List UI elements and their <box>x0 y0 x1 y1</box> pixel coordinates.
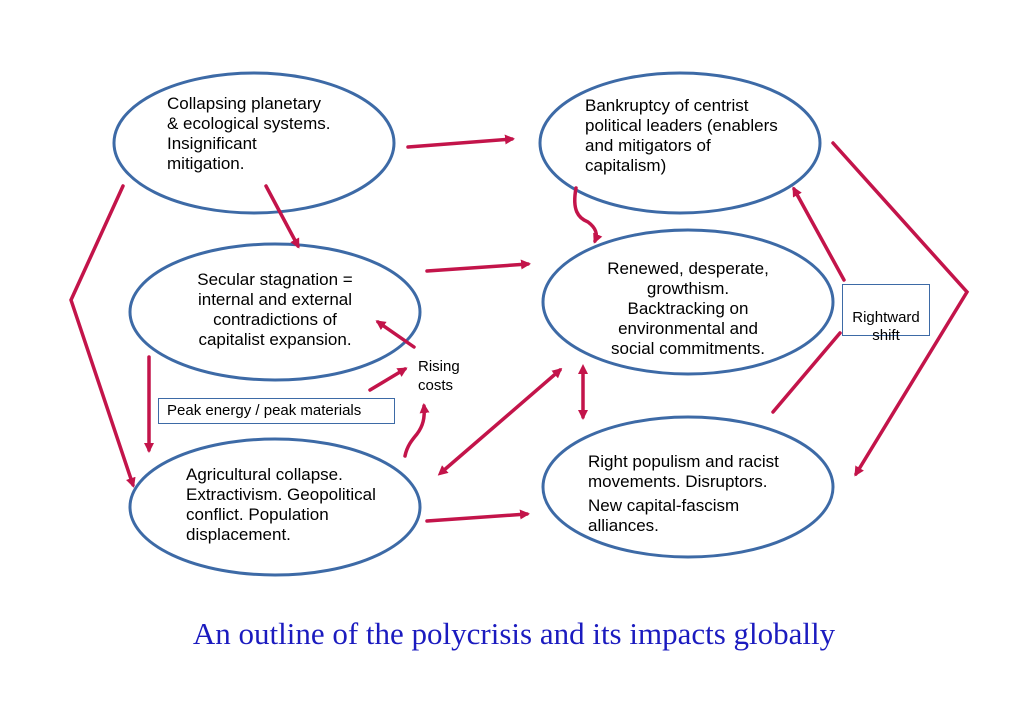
arrow-bankruptcy-to-renewed <box>573 186 603 244</box>
node-bankruptcy-centrist: Bankruptcy of centrist political leaders… <box>585 96 778 175</box>
arrow-peak-to-rising-costs <box>368 367 408 392</box>
node-secular-stagnation: Secular stagnation = internal and extern… <box>197 270 353 349</box>
node-right-populism-line2: New capital-fascism alliances. <box>588 496 740 535</box>
node-right-populism-line1: Right populism and racist movements. Dis… <box>588 452 779 491</box>
arrow-collapse-to-stagnation <box>264 184 300 249</box>
arrow-populism-to-bankruptcy <box>792 186 846 282</box>
arrow-collapse-to-bankruptcy <box>406 134 515 149</box>
node-right-populism-ellipse <box>541 415 835 559</box>
arrow-stagnation-to-renewed <box>425 259 531 273</box>
arrow-collapse-to-agricultural <box>69 184 136 488</box>
node-collapsing-systems-ellipse <box>112 71 396 215</box>
arrow-bankruptcy-to-populism <box>831 141 970 477</box>
node-agricultural-collapse: Agricultural collapse. Extractivism. Geo… <box>186 465 376 544</box>
arrow-rising-costs-to-stagnation <box>375 320 416 349</box>
label-peak-energy-box: Peak energy / peak materials <box>158 398 395 424</box>
node-collapsing-systems: Collapsing planetary & ecological system… <box>167 94 331 173</box>
node-bankruptcy-ellipse <box>538 71 822 215</box>
node-renewed-growthism: Renewed, desperate, growthism. Backtrack… <box>607 259 769 358</box>
label-rising-costs: Rising costs <box>418 358 460 394</box>
node-secular-stagnation-ellipse <box>128 242 422 382</box>
diagram-caption: An outline of the polycrisis and its imp… <box>192 616 836 651</box>
label-rightward-shift: Rightward shift <box>852 309 920 344</box>
arrow-rightward-shift-start <box>771 331 842 414</box>
label-rightward-shift-box: Rightward shift <box>842 284 930 344</box>
arrow-agricultural-to-rising-costs <box>403 403 430 458</box>
label-peak-energy: Peak energy / peak materials <box>167 402 362 419</box>
node-renewed-growthism-ellipse <box>541 228 835 376</box>
arrow-agricultural-to-populism <box>425 509 530 523</box>
node-agricultural-collapse-ellipse <box>128 437 422 577</box>
arrow-agricultural-renewed-bidirectional <box>437 368 563 476</box>
